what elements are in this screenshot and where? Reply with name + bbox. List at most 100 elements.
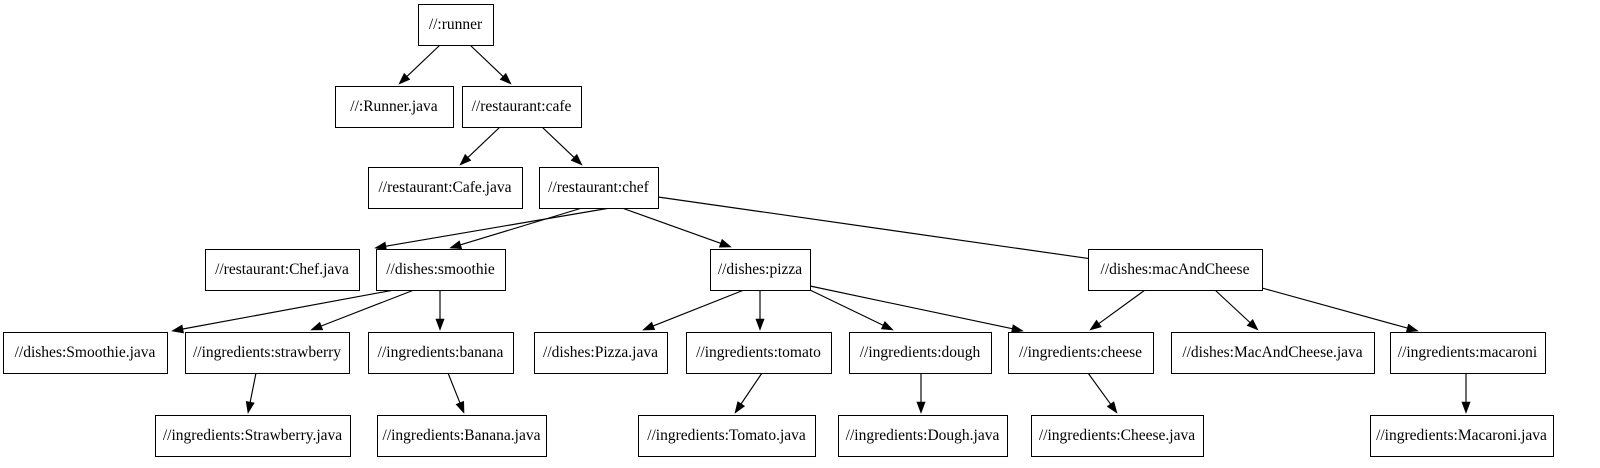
edge-dishes_pizza-to-ing_tomato: [755, 290, 765, 331]
edge-line: [447, 372, 461, 404]
edge-restaurant_chef-to-dishes_smoothie: [449, 207, 583, 250]
graph-node-tomato_java[interactable]: //ingredients:Tomato.java: [638, 415, 816, 457]
node-box: [3, 332, 168, 374]
graph-node-runner[interactable]: //:runner: [418, 4, 494, 46]
graph-node-ing_strawberry[interactable]: //ingredients:strawberry: [185, 332, 350, 374]
edge-line: [249, 372, 257, 403]
graph-node-smoothie_java[interactable]: //dishes:Smoothie.java: [3, 332, 168, 374]
graph-node-cheese_java[interactable]: //ingredients:Cheese.java: [1031, 415, 1204, 457]
edge-dishes_mac-to-ing_macaroni: [1261, 287, 1419, 333]
edge-runner-to-restaurant_cafe: [469, 44, 512, 85]
edge-ing_dough-to-dough_java: [916, 373, 926, 414]
node-label: //dishes:MacAndCheese.java: [1182, 344, 1362, 361]
node-box: [539, 167, 659, 209]
node-label: //dishes:Pizza.java: [543, 344, 658, 361]
graph-node-restaurant_chef[interactable]: //restaurant:chef: [539, 167, 659, 209]
graph-node-dough_java[interactable]: //ingredients:Dough.java: [838, 415, 1008, 457]
node-box: [462, 86, 582, 128]
node-label: //:Runner.java: [350, 98, 438, 115]
edge-line: [385, 207, 611, 247]
edge-arrowhead: [459, 153, 472, 166]
node-label: //dishes:smoothie: [386, 261, 495, 278]
node-box: [710, 249, 811, 291]
node-label: //restaurant:cafe: [472, 98, 572, 115]
edge-arrowhead: [642, 321, 656, 331]
node-box: [1171, 332, 1375, 374]
edge-ing_tomato-to-tomato_java: [734, 372, 763, 414]
graph-node-restaurant_cafe[interactable]: //restaurant:cafe: [462, 86, 582, 128]
node-label: //ingredients:cheese: [1019, 344, 1142, 361]
node-label: //ingredients:dough: [860, 344, 981, 361]
graph-node-chef_java[interactable]: //restaurant:Chef.java: [205, 249, 360, 291]
graph-node-ing_banana[interactable]: //ingredients:banana: [368, 332, 514, 374]
graph-node-cafe_java[interactable]: //restaurant:Cafe.java: [368, 167, 523, 209]
node-box: [335, 86, 454, 128]
edge-line: [1214, 289, 1251, 323]
edge-arrowhead: [1405, 323, 1419, 333]
edge-line: [467, 126, 501, 158]
node-label: //ingredients:Tomato.java: [647, 427, 806, 444]
node-box: [849, 332, 992, 374]
edge-ing_macaroni-to-macaroni_java: [1461, 373, 1471, 414]
node-box: [368, 167, 523, 209]
node-label: //ingredients:Dough.java: [846, 427, 1000, 444]
graph-node-dishes_mac[interactable]: //dishes:macAndCheese: [1088, 249, 1263, 291]
edge-arrowhead: [374, 241, 387, 251]
node-box: [686, 332, 832, 374]
node-box: [838, 415, 1008, 457]
graph-node-banana_java[interactable]: //ingredients:Banana.java: [377, 415, 547, 457]
edge-arrowhead: [455, 400, 465, 414]
edge-line: [1261, 287, 1408, 329]
node-box: [534, 332, 668, 374]
edge-arrowhead: [310, 321, 324, 331]
graph-node-ing_cheese[interactable]: //ingredients:cheese: [1008, 332, 1154, 374]
edge-line: [1087, 372, 1112, 405]
graph-node-ing_macaroni[interactable]: //ingredients:macaroni: [1390, 332, 1546, 374]
node-box: [155, 415, 351, 457]
edge-line: [809, 285, 1013, 330]
edge-arrowhead: [916, 401, 926, 414]
graph-node-strawberry_java[interactable]: //ingredients:Strawberry.java: [155, 415, 351, 457]
edge-arrowhead: [880, 321, 894, 331]
edge-line: [657, 196, 1103, 262]
edge-line: [653, 289, 745, 327]
node-label: //ingredients:Banana.java: [383, 427, 541, 444]
edge-line: [406, 44, 441, 77]
edge-arrowhead: [718, 238, 732, 248]
edge-ing_strawberry-to-strawberry_java: [245, 372, 257, 414]
edge-line: [809, 289, 884, 326]
edge-runner-to-runner_java: [398, 44, 441, 85]
graph-node-ing_dough[interactable]: //ingredients:dough: [849, 332, 992, 374]
node-box: [1008, 332, 1154, 374]
edge-dishes_smoothie-to-ing_banana: [435, 290, 445, 331]
edge-dishes_pizza-to-pizza_java: [642, 289, 745, 331]
node-label: //dishes:pizza: [718, 261, 802, 278]
node-label: //ingredients:tomato: [696, 344, 821, 361]
node-label: //ingredients:Cheese.java: [1039, 427, 1195, 444]
graph-node-ing_tomato[interactable]: //ingredients:tomato: [686, 332, 832, 374]
edge-restaurant_chef-to-dishes_pizza: [621, 207, 732, 248]
edge-line: [321, 289, 415, 327]
edge-line: [1098, 289, 1146, 324]
node-box: [1390, 332, 1546, 374]
node-label: //restaurant:Cafe.java: [379, 179, 512, 196]
edge-ing_cheese-to-cheese_java: [1087, 372, 1118, 414]
node-box: [1031, 415, 1204, 457]
node-label: //dishes:macAndCheese: [1101, 261, 1250, 278]
edge-arrowhead: [734, 401, 746, 414]
graph-node-runner_java[interactable]: //:Runner.java: [335, 86, 454, 128]
graph-node-dishes_smoothie[interactable]: //dishes:smoothie: [376, 249, 506, 291]
edge-line: [740, 372, 763, 405]
edge-line: [621, 207, 721, 244]
graph-node-macaroni_java[interactable]: //ingredients:Macaroni.java: [1370, 415, 1554, 457]
node-label: //ingredients:strawberry: [193, 344, 341, 361]
edge-arrowhead: [755, 318, 765, 331]
node-label: //restaurant:Chef.java: [215, 261, 349, 278]
graph-node-dishes_pizza[interactable]: //dishes:pizza: [710, 249, 811, 291]
graph-node-pizza_java[interactable]: //dishes:Pizza.java: [534, 332, 668, 374]
graph-node-mac_java[interactable]: //dishes:MacAndCheese.java: [1171, 332, 1375, 374]
node-label: //ingredients:banana: [378, 344, 504, 361]
node-label: //ingredients:Macaroni.java: [1376, 427, 1547, 444]
node-label: //:runner: [429, 16, 483, 33]
node-box: [638, 415, 816, 457]
